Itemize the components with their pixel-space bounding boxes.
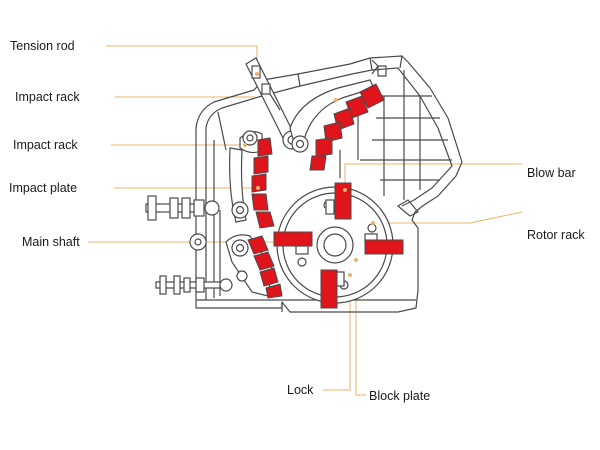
impact-rack-lower (229, 130, 263, 223)
impact-plate-b1 (247, 235, 269, 255)
lock-top (325, 199, 335, 215)
blow-bar-right (364, 239, 404, 255)
leader-block-plate (355, 260, 366, 396)
blow-bar-bottom (320, 269, 338, 309)
label-rotor-rack: Rotor rack (527, 228, 585, 242)
blow-bar-left (273, 231, 313, 247)
label-blow-bar: Blow bar (527, 166, 576, 180)
label-lock: Lock (287, 383, 314, 397)
blow-bar-top (334, 182, 352, 220)
crusher-frame (195, 55, 463, 313)
main-shaft-bearing (189, 233, 207, 251)
label-impact-rack-lower: Impact rack (13, 138, 78, 152)
wear-parts (247, 83, 404, 309)
impact-plate-l5 (255, 211, 275, 229)
impact-plate-u4 (323, 121, 343, 143)
impact-plate-b4 (265, 283, 283, 299)
label-tension-rod: Tension rod (10, 39, 75, 53)
impact-plate-l2 (253, 155, 269, 175)
leader-blow-bar (344, 163, 522, 190)
adjust-rod-lower (155, 275, 233, 295)
impact-plate-b2 (253, 251, 275, 271)
label-impact-rack-upper: Impact rack (15, 90, 80, 104)
impact-plate-l1 (257, 137, 273, 157)
leader-rotor-rack (373, 211, 523, 224)
leader-dots (243, 72, 375, 277)
impact-rack-bottom (225, 234, 273, 297)
housing-inner (205, 67, 453, 207)
label-block-plate: Block plate (369, 389, 431, 403)
top-panel (297, 55, 403, 87)
impact-plate-l3 (251, 173, 267, 193)
housing-outline (195, 55, 463, 313)
impact-plate-u6 (309, 155, 327, 171)
impact-plate-u5 (315, 137, 333, 157)
label-main-shaft: Main shaft (22, 235, 80, 249)
leader-lock (323, 275, 351, 391)
impact-plate-u1 (359, 83, 385, 109)
impact-plate-b3 (259, 267, 279, 287)
leader-tension-rod (106, 45, 258, 72)
label-impact-plate: Impact plate (9, 181, 78, 195)
lock-left (295, 245, 309, 255)
adjust-rod-upper (145, 195, 220, 221)
impact-plate-l4 (251, 193, 269, 211)
